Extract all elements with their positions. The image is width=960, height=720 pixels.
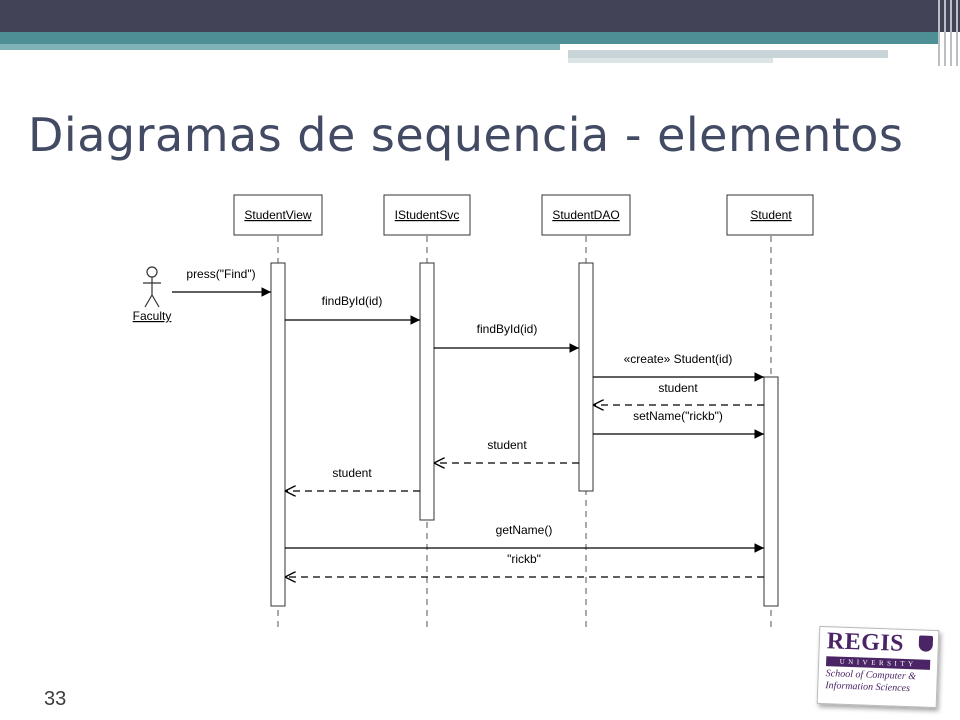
header-right-lines	[934, 0, 960, 66]
message-label-create-student: «create» Student(id)	[624, 352, 733, 366]
lifeline-label-studentview: StudentView	[244, 208, 311, 222]
lifeline-box-student	[726, 194, 814, 236]
message-label-getname: getName()	[496, 523, 553, 537]
header-grey-strip-2	[568, 58, 773, 63]
message-label-return-student-1: student	[658, 381, 698, 395]
activation-student	[763, 376, 779, 607]
message-label-return-student-2: student	[487, 438, 527, 452]
lifeline-box-istudentsvc	[383, 194, 471, 236]
slide-title: Diagramas de sequencia - elementos	[28, 108, 904, 162]
header-accent-band	[0, 32, 940, 44]
message-label-findbyid-svc: findById(id)	[322, 294, 383, 308]
regis-university-logo: REGIS UNIVERSITY School of Computer & In…	[816, 625, 940, 709]
header-grey-strip	[568, 50, 888, 58]
message-label-press-find: press("Find")	[186, 267, 255, 281]
slide-number: 33	[44, 688, 67, 710]
actor-label: Faculty	[133, 309, 172, 323]
activation-studentview	[270, 262, 286, 607]
lifeline-box-studentview	[233, 194, 323, 236]
logo-name: REGIS	[826, 628, 905, 657]
lifeline-label-student: Student	[750, 208, 792, 222]
shield-icon	[918, 635, 934, 652]
lifeline-box-studentdao	[541, 194, 631, 236]
lifeline-label-studentdao: StudentDAO	[552, 208, 619, 222]
logo-school: School of Computer & Information Science…	[825, 668, 934, 696]
actor-icon	[143, 266, 161, 308]
lifeline-label-istudentsvc: IStudentSvc	[395, 208, 460, 222]
message-label-findbyid-dao: findById(id)	[477, 322, 538, 336]
header-bar	[0, 0, 960, 32]
activation-studentdao	[578, 262, 594, 492]
message-label-setname: setName("rickb")	[633, 409, 723, 423]
activation-istudentsvc	[419, 262, 435, 521]
message-label-return-rickb: "rickb"	[507, 552, 541, 566]
header-accent-light	[0, 44, 560, 50]
message-label-return-student-3: student	[332, 466, 372, 480]
